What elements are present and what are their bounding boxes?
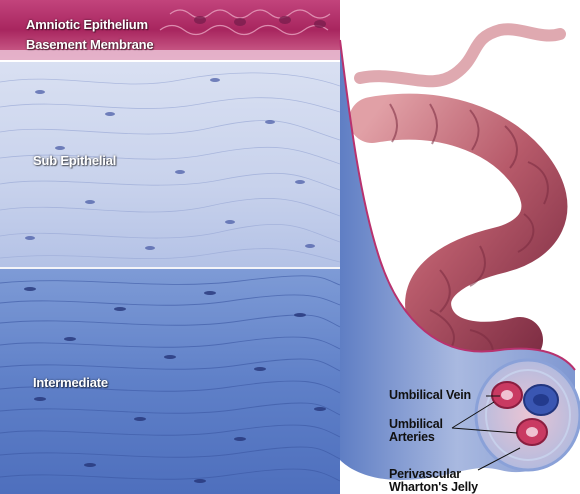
cord-tail bbox=[360, 29, 560, 81]
umbilical-vein-label: Umbilical Vein bbox=[389, 389, 471, 402]
perivascular-label-line2: Wharton's Jelly bbox=[389, 481, 478, 494]
cord-cross-section bbox=[476, 360, 580, 470]
umbilical-arteries-label-line2: Arteries bbox=[389, 431, 435, 444]
